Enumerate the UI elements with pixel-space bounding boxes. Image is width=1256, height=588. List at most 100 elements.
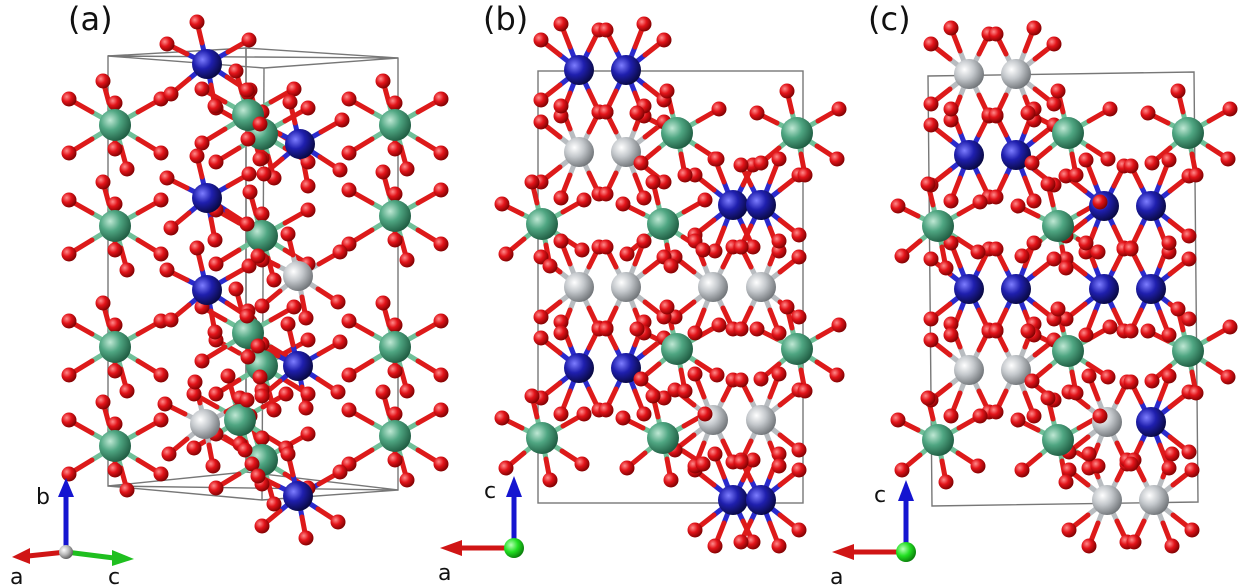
- red-oxygen-atom: [745, 452, 761, 468]
- green-atom: [922, 424, 954, 456]
- red-oxygen-atom: [1181, 251, 1197, 267]
- red-oxygen-atom: [923, 251, 939, 267]
- red-oxygen-atom: [107, 363, 123, 379]
- red-oxygen-atom: [341, 145, 357, 161]
- red-oxygen-atom: [208, 386, 224, 402]
- red-oxygen-atom: [153, 246, 169, 262]
- red-oxygen-atom: [988, 189, 1004, 205]
- red-oxygen-atom: [1024, 155, 1040, 171]
- red-oxygen-atom: [1184, 522, 1200, 538]
- gray-atom: [698, 272, 728, 302]
- red-oxygen-atom: [300, 178, 316, 194]
- red-oxygen-atom: [298, 530, 314, 546]
- red-oxygen-atom: [749, 321, 765, 337]
- red-oxygen-atom: [387, 363, 403, 379]
- red-oxygen-atom: [1102, 101, 1118, 117]
- blue-atom: [1136, 407, 1166, 437]
- red-oxygen-atom: [659, 83, 675, 99]
- red-oxygen-atom: [923, 117, 939, 133]
- red-oxygen-atom: [791, 442, 807, 458]
- red-oxygen-atom: [119, 161, 135, 177]
- red-oxygen-atom: [1222, 101, 1238, 117]
- red-oxygen-atom: [533, 32, 549, 48]
- red-oxygen-atom: [205, 458, 221, 474]
- red-oxygen-atom: [779, 83, 795, 99]
- axis-label-a-c: a: [830, 565, 843, 588]
- red-oxygen-atom: [707, 243, 723, 259]
- red-oxygen-atom: [119, 482, 135, 498]
- red-oxygen-atom: [494, 410, 510, 426]
- red-oxygen-atom: [553, 16, 569, 32]
- blue-atom: [564, 55, 594, 85]
- red-oxygen-atom: [1170, 83, 1186, 99]
- red-oxygen-atom: [831, 317, 847, 333]
- red-oxygen-atom: [553, 98, 569, 114]
- red-oxygen-atom: [1102, 319, 1118, 335]
- red-oxygen-atom: [1220, 151, 1236, 167]
- red-oxygen-atom: [208, 256, 224, 272]
- red-oxygen-atom: [890, 412, 906, 428]
- blue-atom: [192, 275, 222, 305]
- red-oxygen-atom: [970, 458, 986, 474]
- red-oxygen-atom: [159, 36, 175, 52]
- blue-atom: [746, 485, 776, 515]
- red-oxygen-atom: [709, 367, 725, 383]
- red-oxygen-atom: [533, 114, 549, 130]
- red-oxygen-atom: [1026, 193, 1042, 209]
- blue-atom: [611, 353, 641, 383]
- red-oxygen-atom: [95, 394, 111, 410]
- red-oxygen-atom: [1161, 327, 1177, 343]
- red-oxygen-atom: [1046, 251, 1062, 267]
- red-oxygen-atom: [619, 246, 635, 262]
- red-oxygen-atom: [677, 383, 693, 399]
- green-atom: [379, 331, 411, 363]
- red-oxygen-atom: [636, 16, 652, 32]
- red-oxygen-atom: [1090, 244, 1106, 260]
- red-oxygen-atom: [687, 522, 703, 538]
- red-oxygen-atom: [988, 404, 1004, 420]
- axis-label-a-left: a: [10, 565, 23, 588]
- green-atom: [99, 430, 131, 462]
- green-atom: [1172, 117, 1204, 149]
- gray-atom: [1001, 59, 1031, 89]
- red-oxygen-atom: [598, 22, 614, 38]
- red-oxygen-atom: [239, 82, 255, 98]
- red-oxygen-atom: [1144, 155, 1160, 171]
- red-oxygen-atom: [779, 299, 795, 315]
- red-oxygen-atom: [1170, 301, 1186, 317]
- gray-atom: [611, 137, 641, 167]
- red-oxygen-atom: [636, 406, 652, 422]
- red-oxygen-atom: [1123, 323, 1139, 339]
- red-oxygen-atom: [1164, 538, 1180, 554]
- red-oxygen-atom: [61, 192, 77, 208]
- red-oxygen-atom: [1020, 105, 1036, 121]
- red-oxygen-atom: [107, 462, 123, 478]
- red-oxygen-atom: [553, 190, 569, 206]
- red-oxygen-atom: [433, 402, 449, 418]
- green-atom: [781, 333, 813, 365]
- red-oxygen-atom: [791, 227, 807, 243]
- red-oxygen-atom: [797, 167, 813, 183]
- green-atom: [224, 404, 256, 436]
- red-oxygen-atom: [791, 249, 807, 265]
- red-oxygen-atom: [153, 466, 169, 482]
- red-oxygen-atom: [988, 107, 1004, 123]
- unit-cell-b: [537, 70, 804, 504]
- red-oxygen-atom: [280, 226, 296, 242]
- red-oxygen-atom: [697, 406, 713, 422]
- red-oxygen-atom: [163, 312, 179, 328]
- red-oxygen-atom: [61, 313, 77, 329]
- red-oxygen-atom: [1188, 167, 1204, 183]
- red-oxygen-atom: [629, 105, 645, 121]
- red-oxygen-atom: [970, 244, 986, 260]
- red-oxygen-atom: [341, 182, 357, 198]
- red-oxygen-atom: [387, 186, 403, 202]
- red-oxygen-atom: [1058, 311, 1074, 327]
- red-oxygen-atom: [300, 426, 316, 442]
- red-oxygen-atom: [711, 317, 727, 333]
- red-oxygen-atom: [61, 412, 77, 428]
- red-oxygen-atom: [1161, 235, 1177, 251]
- red-oxygen-atom: [553, 325, 569, 341]
- red-oxygen-atom: [375, 164, 391, 180]
- red-oxygen-atom: [95, 174, 111, 190]
